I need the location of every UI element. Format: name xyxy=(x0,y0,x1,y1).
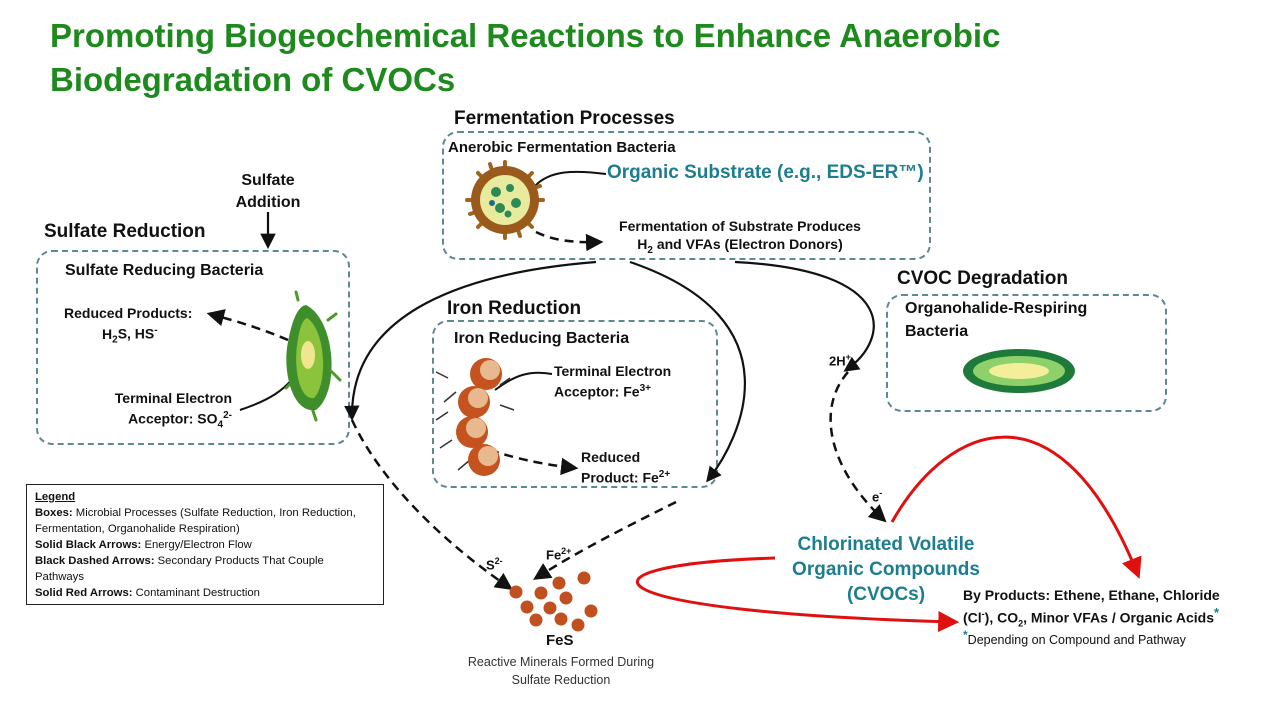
iron-reduced-dashed-arrow xyxy=(489,448,579,476)
electron-dashed-arrow xyxy=(829,371,887,523)
hydrogen-ion-label: 2H+ xyxy=(829,352,851,369)
iron-reduction-box xyxy=(432,320,718,488)
sulfate-terminal-acceptor-label: Terminal Electron Acceptor: SO42- xyxy=(114,390,232,431)
fermentation-products-label: Fermentation of Substrate Produces H2 an… xyxy=(619,218,861,256)
sulfide-to-fes-dashed-arrow xyxy=(350,419,513,590)
organohalide-bacterium-icon xyxy=(963,349,1075,393)
fes-to-byproducts-arrow xyxy=(635,556,960,633)
sulfate-bacteria-label: Sulfate Reducing Bacteria xyxy=(65,262,264,279)
legend-item-red-arrows: Solid Red Arrows: Contaminant Destructio… xyxy=(35,587,260,599)
electron-label: e- xyxy=(872,488,883,505)
fermentation-box xyxy=(442,131,931,260)
iron-bacteria-label: Iron Reducing Bacteria xyxy=(454,330,630,347)
cvoc-to-byproducts-arrow xyxy=(890,435,1142,579)
h2-vfa-dashed-arrow xyxy=(535,230,604,252)
iron-reduced-product-label: Reduced Product: Fe2+ xyxy=(581,449,671,486)
cvoc-degradation-section-title: CVOC Degradation xyxy=(897,268,1069,289)
fes-label: FeS xyxy=(546,632,574,649)
byproducts-label: By Products: Ethene, Ethane, Chloride (C… xyxy=(963,587,1220,629)
sulfate-reduced-products-label: Reduced Products: H2S, HS- xyxy=(64,305,193,346)
sulfate-reduced-dashed-arrow xyxy=(206,309,289,342)
legend-item-boxes: Boxes: Microbial Processes (Sulfate Redu… xyxy=(35,507,356,535)
iron-section-title: Iron Reduction xyxy=(447,298,582,319)
legend-title: Legend xyxy=(35,491,76,503)
sulfate-reducing-bacterium-icon xyxy=(284,290,342,422)
byproducts-note: *Depending on Compound and Pathway xyxy=(963,628,1186,648)
fermentation-bacterium-icon xyxy=(465,160,545,240)
substrate-to-iron-arrow xyxy=(629,260,746,483)
page-title: Promoting Biogeochemical Reactions to En… xyxy=(50,17,1001,98)
sulfide-label: S2- xyxy=(486,556,503,573)
sulfate-reduction-box xyxy=(36,250,350,445)
iron-terminal-acceptor-label: Terminal Electron Acceptor: Fe3+ xyxy=(554,363,672,400)
cvoc-degradation-box xyxy=(886,294,1167,412)
substrate-to-cvoc-arrow xyxy=(734,260,875,372)
legend: Legend Boxes: Microbial Processes (Sulfa… xyxy=(26,484,384,605)
substrate-to-sulfate-arrow xyxy=(344,260,597,422)
organic-substrate-label: Organic Substrate (e.g., EDS-ER™) xyxy=(607,162,924,183)
legend-item-solid-arrows: Solid Black Arrows: Energy/Electron Flow xyxy=(35,539,252,551)
iron-tea-line xyxy=(494,371,553,391)
substrate-link-line xyxy=(534,170,607,187)
fermentation-bacteria-label: Anerobic Fermentation Bacteria xyxy=(448,139,676,156)
fes-mineral-icon xyxy=(509,571,598,632)
iron-reducing-bacteria-icon xyxy=(435,358,515,476)
legend-item-dashed-arrows: Black Dashed Arrows: Secondary Products … xyxy=(35,555,324,583)
ferrous-to-fes-dashed-arrow xyxy=(533,500,677,580)
fermentation-section-title: Fermentation Processes xyxy=(454,108,675,129)
sulfate-section-title: Sulfate Reduction xyxy=(44,221,206,242)
ferrous-label: Fe2+ xyxy=(546,546,572,563)
